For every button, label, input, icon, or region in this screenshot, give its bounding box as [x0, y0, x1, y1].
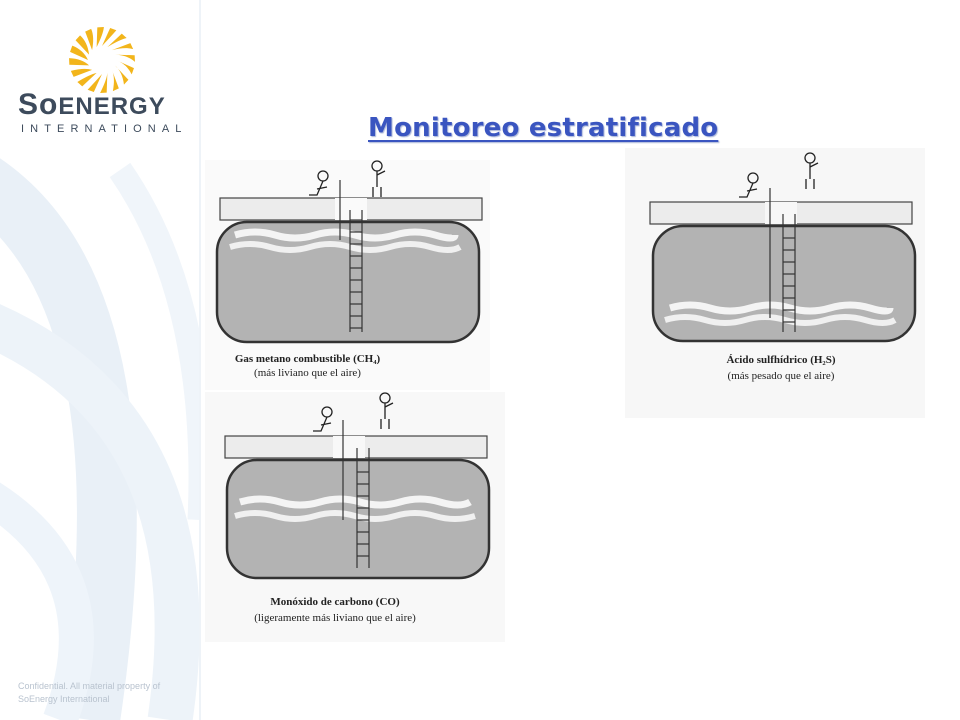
sun-ray: [111, 69, 119, 92]
diagram-hydrogen-sulfide: Ácido sulfhídrico (H₂S) (más pesado que …: [625, 148, 925, 418]
footer-line: Confidential. All material property of: [18, 681, 161, 691]
diagram-caption: Gas metano combustible (CH₄): [234, 353, 381, 365]
sun-ray: [114, 54, 135, 62]
sun-ray: [87, 74, 102, 92]
sun-ray: [85, 28, 94, 51]
sun-ray: [77, 72, 97, 87]
sun-ray: [116, 60, 134, 75]
sun-ray: [114, 65, 129, 85]
logo-subtitle: INTERNATIONAL: [21, 123, 188, 135]
tank-illustration: [205, 160, 490, 390]
sun-icon: [69, 27, 135, 93]
confidential-footer: Confidential. All material property of S…: [18, 680, 203, 706]
sun-ray: [70, 45, 88, 60]
tank-illustration: [205, 392, 505, 642]
sun-ray: [70, 68, 93, 77]
sun-ray: [75, 35, 90, 55]
diagram-subcaption: (más liviano que el aire): [254, 367, 361, 379]
diagram-caption: Monóxido de carbono (CO): [270, 596, 400, 608]
diagram-caption: Ácido sulfhídrico (H₂S): [726, 354, 836, 366]
sidebar-divider: [199, 0, 201, 720]
sun-ray: [102, 28, 117, 46]
diagram-carbon-monoxide: Monóxido de carbono (CO) (ligeramente má…: [205, 392, 505, 642]
sun-ray: [69, 58, 90, 66]
sun-ray: [107, 33, 127, 48]
sun-ray: [111, 43, 134, 51]
sun-ray: [96, 27, 104, 48]
sun-ray: [100, 72, 108, 93]
slide-title: Monitoreo estratificado: [368, 113, 719, 143]
swirl-decoration: [0, 158, 200, 720]
tank-illustration: [625, 148, 925, 418]
footer-line: SoEnergy International: [18, 694, 110, 704]
diagram-subcaption: (más pesado que el aire): [727, 370, 835, 382]
soenergy-logo: [14, 20, 194, 140]
sidebar: [0, 0, 200, 720]
diagram-methane: Gas metano combustible (CH₄) (más livian…: [205, 160, 490, 390]
diagram-subcaption: (ligeramente más liviano que el aire): [254, 612, 416, 624]
logo-wordmark: SoENERGY: [18, 88, 166, 121]
